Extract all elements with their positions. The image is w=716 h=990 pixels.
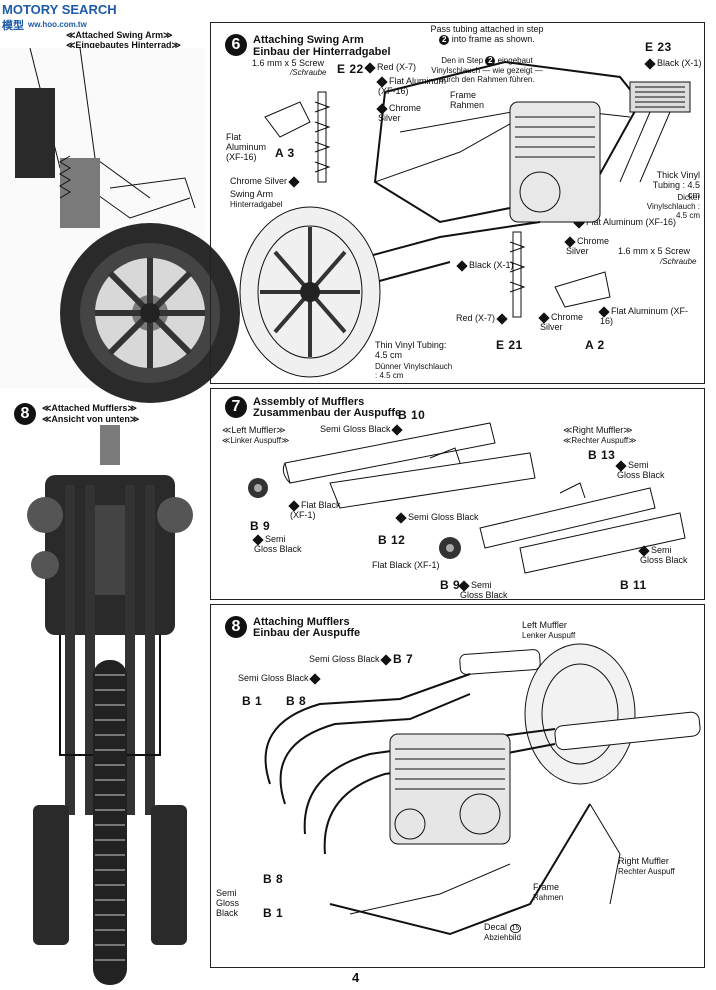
top-left-title-de: ≪Eingebautes Hinterrad≫ xyxy=(66,40,181,50)
s6-flat-alu-mid: Flat Aluminum (XF-16) xyxy=(573,216,676,229)
s7-sgb-right-bottom: Semi Gloss Black xyxy=(458,579,508,600)
s6-black-mid: Black (X-1) xyxy=(456,259,514,272)
s8-b7: B 7 xyxy=(393,652,414,666)
s6-den-step: Den in Step 2 eingebaut Vinylschlauch — … xyxy=(431,56,543,84)
watermark-cjk: 模型 xyxy=(2,20,24,32)
s7-b11: B 11 xyxy=(620,578,647,592)
s6-chrome-bottom: Chrome Silver xyxy=(538,311,584,332)
s7-sgb-right-top: Semi Gloss Black xyxy=(615,459,665,480)
s7-sgb-right-side: Semi Gloss Black xyxy=(638,544,688,565)
s6-frame-de: Rahmen xyxy=(450,100,485,110)
watermark-sub: ww.hoo.com.tw xyxy=(28,20,87,29)
step6-title-de: Einbau der Hinterradgabel xyxy=(253,46,391,58)
s7-b9-left: B 9 xyxy=(250,519,271,533)
step6-title-en: Attaching Swing Arm xyxy=(253,34,364,46)
s8-b8-top: B 8 xyxy=(286,694,307,708)
s8-right-muffler: Right Muffler xyxy=(618,856,669,866)
s7-flat-black-left: Flat Black (XF-1) xyxy=(288,499,341,520)
s7-b9-right: B 9 xyxy=(440,578,461,592)
s6-flat-alu-left: Flat Aluminum (XF-16) xyxy=(226,132,267,162)
step7-panel xyxy=(210,388,705,600)
s8-b8-bottom: B 8 xyxy=(263,872,284,886)
page-number: 4 xyxy=(352,970,360,985)
s7-left-muffler: ≪Left Muffler≫ xyxy=(222,425,286,435)
step7-title-en: Assembly of Mufflers xyxy=(253,396,365,408)
s6-chrome-mid: Chrome Silver xyxy=(564,235,610,256)
s8-decal-de: Abziehbild xyxy=(484,933,521,942)
left8-title-en: ≪Attached Mufflers≫ xyxy=(42,403,137,413)
step8-drawing xyxy=(264,643,701,936)
s6-e23: E 23 xyxy=(645,40,672,54)
swing-arm-photo xyxy=(0,47,240,403)
step6-panel xyxy=(210,22,705,384)
s6-a2: A 2 xyxy=(585,338,605,352)
s6-black-top: Black (X-1) xyxy=(644,57,702,70)
s7-right-muffler: ≪Right Muffler≫ xyxy=(563,425,633,435)
bottom-view-photo xyxy=(15,425,205,985)
s6-swing-arm: Swing Arm xyxy=(230,189,274,199)
s7-b13: B 13 xyxy=(588,448,616,462)
s6-screw-top: 1.6 mm x 5 Screw xyxy=(252,58,325,68)
left8-step-number: 8 xyxy=(14,403,36,425)
step6-drawing xyxy=(239,60,691,378)
s6-red-bottom: Red (X-7) xyxy=(456,312,509,325)
step6-number: 6 xyxy=(225,34,247,56)
s6-screw-right: 1.6 mm x 5 Screw xyxy=(618,246,691,256)
s7-flat-black-right: Flat Black (XF-1) xyxy=(372,560,440,570)
s6-red-top: Red (X-7) xyxy=(364,61,416,74)
s8-decal: Decal 15 xyxy=(484,922,522,933)
step8-title-en: Attaching Mufflers xyxy=(253,616,350,628)
s6-chrome-left: Chrome Silver xyxy=(230,175,301,188)
step7-drawing xyxy=(248,422,686,574)
s7-sgb-left: Semi Gloss Black xyxy=(252,533,302,554)
s6-e22: E 22 xyxy=(337,62,364,76)
s8-frame-de: Rahmen xyxy=(533,893,564,902)
top-left-title-en: ≪Attached Swing Arm≫ xyxy=(66,30,173,40)
s8-frame: Frame xyxy=(533,882,560,892)
s8-b1-bottom: B 1 xyxy=(263,906,284,920)
s6-thick-tubing: Thick Vinyl Tubing : 4.5 cm xyxy=(652,170,700,200)
s8-sgb-bottom: Semi Gloss Black xyxy=(216,888,240,918)
s6-screw-right-de: /Schraube xyxy=(660,257,697,266)
watermark-brand: MOTORY SEARCH xyxy=(2,2,117,17)
s7-sgb-top: Semi Gloss Black xyxy=(320,423,404,436)
s6-pass-tubing: Pass tubing attached in step 2 into fram… xyxy=(430,24,544,45)
s6-thick-tubing-de: Dicker Vinylschlauch : 4.5 cm xyxy=(646,193,700,220)
s8-right-muffler-de: Rechter Auspuff xyxy=(618,867,675,876)
step8-number: 8 xyxy=(225,616,247,638)
step8-title-de: Einbau der Auspuffe xyxy=(253,627,361,639)
s7-sgb-mid: Semi Gloss Black xyxy=(395,511,479,524)
s6-e21: E 21 xyxy=(496,338,523,352)
s8-left-muffler: Left Muffler xyxy=(522,620,567,630)
s6-chrome-top: Chrome Silver xyxy=(376,102,422,123)
s6-frame: Frame xyxy=(450,90,477,100)
s6-thin-tubing-de: Dünner Vinylschlauch : 4.5 cm xyxy=(375,362,453,380)
s6-a3: A 3 xyxy=(275,146,295,160)
s6-thin-tubing: Thin Vinyl Tubing: 4.5 cm xyxy=(375,340,447,360)
s6-flat-alu-bottom: Flat Aluminum (XF-16) xyxy=(598,305,689,326)
s8-sgb-left: Semi Gloss Black xyxy=(238,672,322,685)
step7-title-de: Zusammenbau der Auspuffe xyxy=(253,407,402,419)
s8-left-muffler-de: Lenker Auspuff xyxy=(522,631,576,640)
s8-b1-top: B 1 xyxy=(242,694,263,708)
step8-panel xyxy=(210,604,705,968)
s8-sgb-b7: Semi Gloss Black xyxy=(309,653,393,666)
s7-b10: B 10 xyxy=(398,408,426,422)
left8-title-de: ≪Ansicht von unten≫ xyxy=(42,414,140,424)
s7-left-muffler-de: ≪Linker Auspuff≫ xyxy=(222,436,290,445)
s6-screw-top-de: /Schraube xyxy=(290,68,327,77)
s6-flat-alu-top: Flat Aluminum (XF-16) xyxy=(376,75,447,96)
s6-swing-arm-de: Hinterradgabel xyxy=(230,200,283,209)
step7-number: 7 xyxy=(225,396,247,418)
s7-b12: B 12 xyxy=(378,533,406,547)
s7-right-muffler-de: ≪Rechter Auspuff≫ xyxy=(563,436,637,445)
